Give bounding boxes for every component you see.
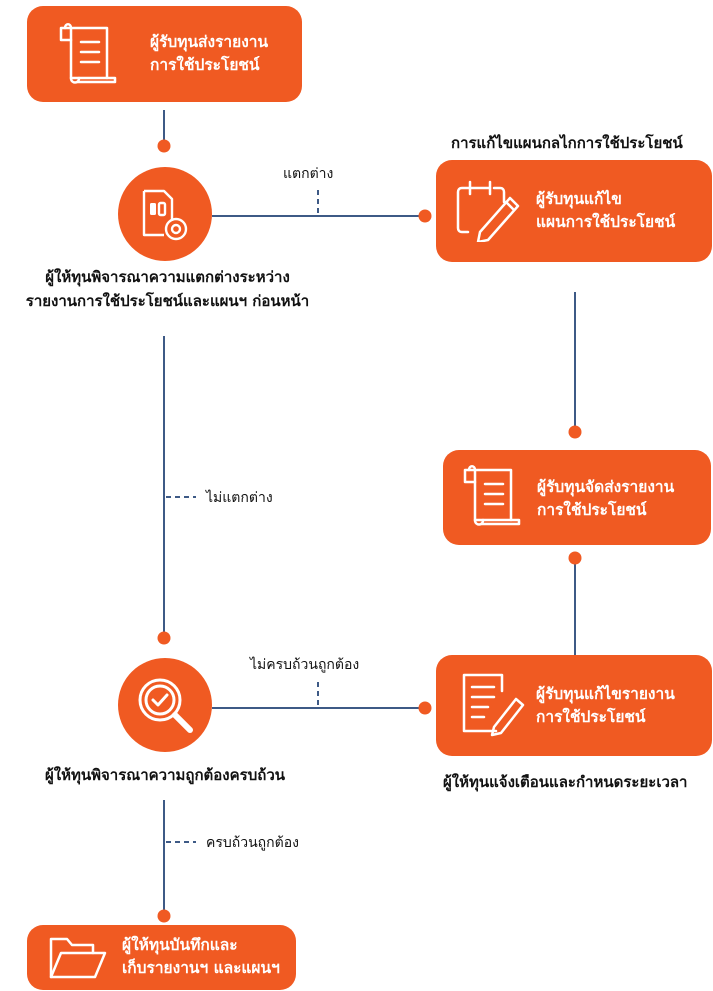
dot [418,209,432,223]
step-consider-difference-label: ผู้ให้ทุนพิจารณาความแตกต่างระหว่าง รายงา… [25,268,310,310]
magnifier-check-icon [134,674,196,740]
step-submit-report-label: ผู้รับทุนส่งรายงาน การใช้ประโยชน์ [150,33,269,74]
document-icon [461,462,523,534]
document-pen-icon [458,669,528,743]
calendar-pen-icon [454,178,524,246]
notify-deadline-label: ผู้ให้ทุนแจ้งเตือนและกำหนดระยะเวลา [443,773,688,791]
edge-label-not-different: ไม่แตกต่าง [206,490,273,506]
step-resubmit-report: ผู้รับทุนจัดส่งรายงาน การใช้ประโยชน์ [443,450,711,545]
step-check-completeness [118,658,212,752]
edge-label-complete: ครบถ้วนถูกต้อง [206,835,299,851]
revise-plan-heading: การแก้ไขแผนกลไกการใช้ประโยชน์ [451,134,683,152]
dot [157,909,171,923]
step-submit-report: ผู้รับทุนส่งรายงาน การใช้ประโยชน์ [27,6,302,102]
dot [157,139,171,153]
step-revise-report-label: ผู้รับทุนแก้ไขรายงาน การใช้ประโยชน์ [536,685,675,726]
document-icon [57,20,119,92]
step-record-files-label: ผู้ให้ทุนบันทึกและ เก็บรายงานฯ และแผนฯ [122,936,280,977]
step-revise-plan: ผู้รับทุนแก้ไข แผนการใช้ประโยชน์ [436,160,712,262]
step-resubmit-report-label: ผู้รับทุนจัดส่งรายงาน การใช้ประโยชน์ [537,478,675,519]
edge-label-incomplete: ไม่ครบถ้วนถูกต้อง [250,657,360,673]
dot [418,701,432,715]
step-check-completeness-label: ผู้ให้ทุนพิจารณาความถูกต้องครบถ้วน [44,766,285,784]
dot [568,425,582,439]
folder-icon [47,933,109,987]
dot [157,631,171,645]
step-revise-plan-label: ผู้รับทุนแก้ไข แผนการใช้ประโยชน์ [536,190,676,231]
step-record-files: ผู้ให้ทุนบันทึกและ เก็บรายงานฯ และแผนฯ [27,925,296,990]
dot [568,551,582,565]
step-consider-difference [118,167,212,261]
step-revise-report: ผู้รับทุนแก้ไขรายงาน การใช้ประโยชน์ [436,655,712,756]
document-gear-icon [140,187,192,247]
edge-label-different: แตกต่าง [283,166,334,182]
